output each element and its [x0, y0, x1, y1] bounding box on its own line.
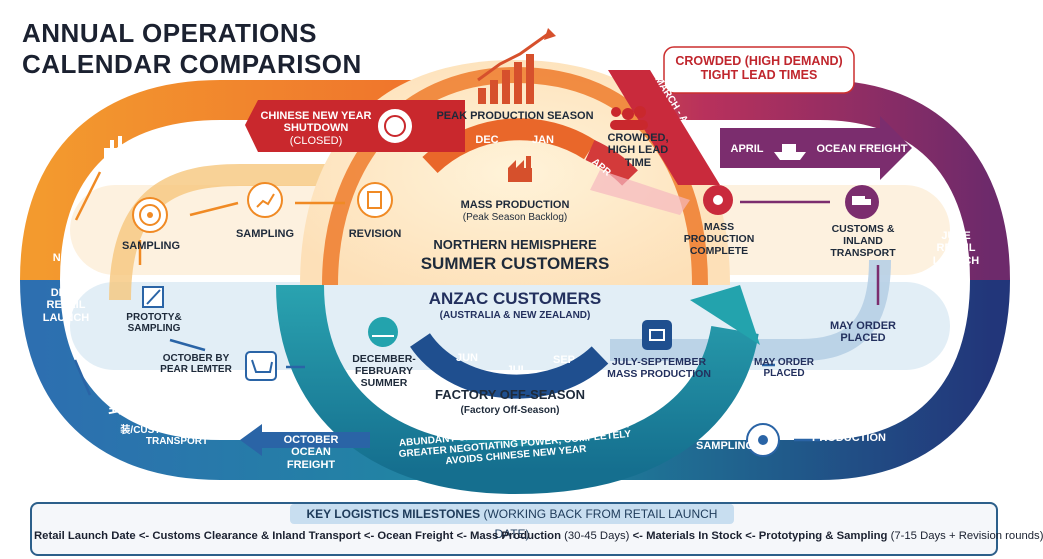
sampling-label-2: SAMPLING: [235, 228, 295, 240]
ship-icon: [774, 144, 806, 160]
month-jul: JUL: [506, 364, 528, 376]
flow-arrows-north: [74, 171, 345, 265]
crowded-callout-text: CROWDED (HIGH DEMAND)TIGHT LEAD TIMES: [675, 54, 843, 82]
cny-banner: [245, 100, 465, 152]
dece-retail-launch-label: DECE RETAIL LAUNCH: [42, 287, 90, 324]
flow-arrows-south: [73, 338, 820, 442]
people-icon: [610, 106, 648, 130]
dec-feb-summer-label: DECEMBER-FEBRUARY SUMMER: [352, 353, 416, 389]
month-sep: SEP: [552, 354, 575, 366]
summer-customers-label: SUMMER CUSTOMERS: [420, 254, 610, 273]
revision-doc-icon: [357, 182, 393, 218]
briefcase-icon: [642, 320, 672, 350]
october-ocean-freight-label: OCTOBER OCEAN FREIGHT: [283, 434, 339, 471]
sunset-icon: [368, 317, 398, 347]
cny-shutdown-label: CHINESE NEW YEAR SHUTDOWN(CLOSED): [260, 110, 372, 147]
october-freight-arrow: [240, 424, 370, 456]
may-order-placed-label-2: MAY ORDER PLACED: [753, 357, 814, 380]
arrival-label: 到货/: [108, 400, 145, 417]
ocean-freight-label-north: OCEAN FREIGHT: [816, 143, 908, 155]
june-retail-launch-label: JUNE RETAIL LAUNCH: [932, 230, 980, 267]
jul-sep-mass-production-label: JULY-SEPTEMBER MASS PRODUCTION: [607, 356, 711, 380]
anzac-swirl: [276, 284, 759, 495]
crowded-lead-label: CROWDED, HIGH LEAD TIME: [607, 132, 669, 169]
pencil-icon: [142, 286, 164, 308]
milestones-sequence: Retail Launch Date <- Customs Clearance …: [34, 530, 1043, 542]
may-order-placed-label: MAY ORDER PLACED: [829, 320, 897, 345]
truck-icon: [845, 185, 879, 219]
non-label: NON: [52, 252, 78, 264]
customs-inland-south-label: 装/CUSTOMS & INLAND TRANSPORT: [120, 425, 234, 448]
factory-offseason-label: FACTORY OFF-SEASON: [435, 387, 585, 402]
northern-hemisphere-label: NORTHERN HEMISPHERE: [433, 237, 597, 252]
month-jun: JUN: [455, 352, 478, 364]
mass-production-label: MASS PRODUCTION(Peak Season Backlog): [460, 199, 570, 224]
anzac-customers-label: ANZAC CUSTOMERS: [428, 289, 602, 308]
month-dec: DEC: [475, 134, 499, 146]
anzac-region-label: (AUSTRALIA & NEW ZEALAND): [439, 310, 591, 321]
hand-pointer-icon: [746, 423, 780, 457]
april-label: APRIL: [730, 143, 764, 155]
mass-production-complete-label: MASS PRODUCTION COMPLETE: [683, 221, 755, 257]
factory-icon: [508, 156, 532, 182]
crowded-callout: [663, 46, 855, 94]
factory-flag-icon: [104, 136, 128, 158]
july-mass-production-label: JULY MASS PRODUCTION: [812, 420, 886, 445]
milestones-heading: KEY LOGISTICS MILESTONES (WORKING BACK F…: [290, 504, 734, 541]
sampling-label-1: SAMPLING: [121, 240, 181, 252]
target-icon: [132, 197, 168, 233]
chart-icon: [247, 182, 283, 218]
customs-inland-north-label: CUSTOMS & INLAND TRANSPORT: [830, 223, 896, 259]
factory-offseason-sub: (Factory Off-Season): [460, 405, 560, 416]
prototyping-sampling-label: PROTOTY& SAMPLING: [126, 312, 182, 335]
ocean-freight-arrow: [720, 116, 912, 180]
peak-production-label: PEAK PRODUCTION SEASON: [436, 110, 594, 122]
june-sampling-label: JUNE SAMPLING: [696, 428, 755, 453]
bar-chart-icon: [477, 28, 556, 104]
october-pear-label: OCTOBER BY PEAR LEMTER: [160, 353, 232, 376]
flow-arrows-east: [740, 200, 880, 305]
cart-icon: [245, 351, 277, 381]
revision-label: REVISION: [348, 228, 402, 240]
gear-icon: [703, 185, 733, 215]
month-jan: JAN: [531, 134, 554, 146]
